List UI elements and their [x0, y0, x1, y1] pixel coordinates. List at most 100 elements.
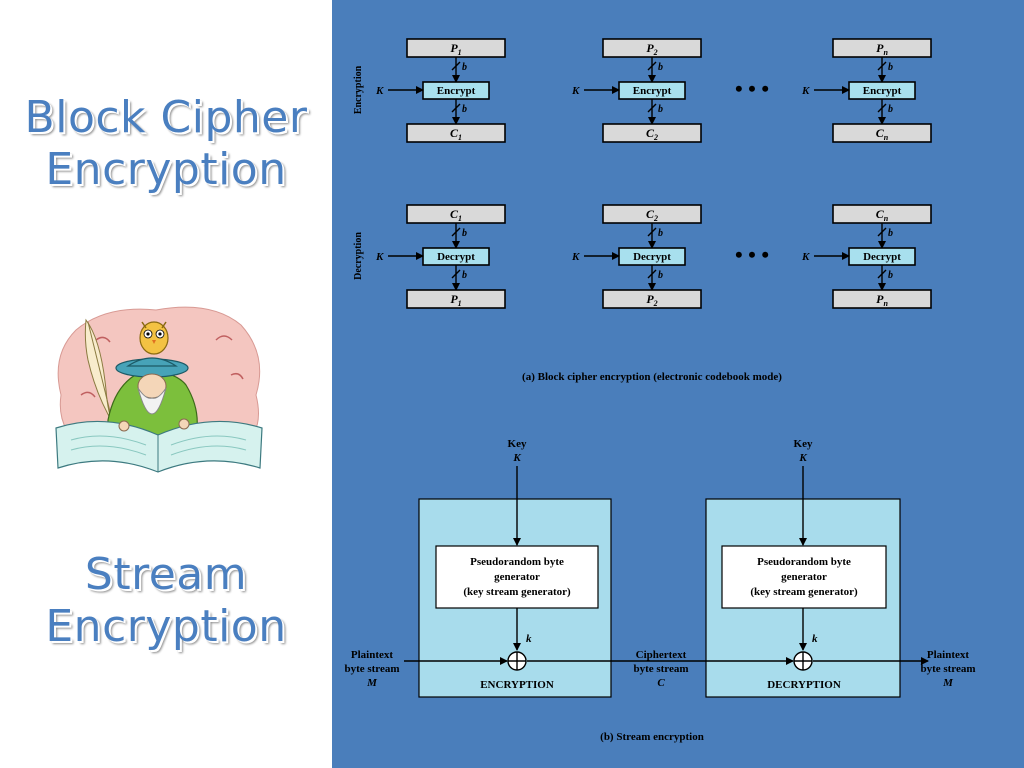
title-block-cipher: Block Cipher Encryption	[24, 92, 308, 195]
dec-b-in-2: b	[658, 228, 663, 239]
generator-box-dec	[721, 545, 887, 609]
dec-key-label-1: K	[375, 251, 384, 263]
key-title-enc: Key	[508, 438, 527, 450]
dec-b-in-3: b	[888, 228, 893, 239]
dec-b-out-2: b	[658, 270, 663, 281]
dec-input-label-3: Cn	[876, 207, 889, 223]
gen-enc-line3: (key stream generator)	[463, 586, 571, 598]
enc-b-out-2: b	[658, 104, 663, 115]
decryption-label: DECRYPTION	[767, 679, 841, 691]
plaintext-out-line2: byte stream	[920, 663, 975, 675]
encryption-label: ENCRYPTION	[480, 679, 554, 691]
ciphertext-line3: C	[657, 677, 665, 689]
dec-output-label-2: P2	[646, 292, 657, 308]
dec-input-label-1: C1	[450, 207, 462, 223]
ciphertext-line1: Ciphertext	[636, 649, 687, 661]
dec-output-box-3	[832, 289, 932, 309]
enc-b-in-3: b	[888, 62, 893, 73]
dec-output-box-2	[602, 289, 702, 309]
dec-output-label-3: Pn	[876, 292, 888, 308]
dec-input-label-2: C2	[646, 207, 658, 223]
gen-dec-line2: generator	[781, 571, 827, 583]
enc-cipher-label-2: Encrypt	[633, 85, 672, 97]
generator-box-enc	[435, 545, 599, 609]
enc-slash-out-1	[451, 103, 461, 113]
k-label-enc: k	[526, 633, 532, 645]
enc-output-label-3: Cn	[876, 126, 889, 142]
enc-slash-in-2	[647, 61, 657, 71]
dec-b-in-1: b	[462, 228, 467, 239]
ellipsis-encrypt: • • •	[735, 76, 769, 101]
enc-b-in-1: b	[462, 62, 467, 73]
enc-slash-out-2	[647, 103, 657, 113]
plaintext-in-line1: Plaintext	[351, 649, 393, 661]
key-symbol-dec: K	[798, 452, 807, 464]
left-panel: Block Cipher Encryption S	[0, 0, 332, 768]
dec-cipher-label-2: Decrypt	[633, 251, 671, 263]
enc-output-box-1	[406, 123, 506, 143]
enc-input-label-3: Pn	[876, 41, 888, 57]
xor-icon-enc	[507, 651, 527, 671]
title-stream-encryption: Stream Encryption	[45, 549, 287, 652]
enc-cipher-label-1: Encrypt	[437, 85, 476, 97]
dec-slash-in-3	[877, 227, 887, 237]
dec-key-label-3: K	[801, 251, 810, 263]
enc-slash-in-3	[877, 61, 887, 71]
dec-slash-out-3	[877, 269, 887, 279]
block-groups: P1bEncryptKbC1P2bEncryptKbC2PnbEncryptKb…	[375, 38, 932, 309]
plaintext-in-line2: byte stream	[344, 663, 399, 675]
dec-output-label-1: P1	[450, 292, 461, 308]
enc-input-label-2: P2	[646, 41, 657, 57]
wizard-with-owl-and-book-icon	[55, 306, 263, 473]
gen-enc-line2: generator	[494, 571, 540, 583]
xor-icon-dec	[793, 651, 813, 671]
enc-output-label-1: C1	[450, 126, 462, 142]
ciphertext-line2: byte stream	[633, 663, 688, 675]
caption-stream: (b) Stream encryption	[600, 731, 704, 743]
enc-b-out-3: b	[888, 104, 893, 115]
enc-slash-in-1	[451, 61, 461, 71]
encryption-row-label: Encryption	[353, 65, 364, 114]
dec-cipher-label-3: Decrypt	[863, 251, 901, 263]
dec-slash-in-2	[647, 227, 657, 237]
ellipsis-decrypt: • • •	[735, 242, 769, 267]
dec-cipher-label-1: Decrypt	[437, 251, 475, 263]
enc-output-label-2: C2	[646, 126, 658, 142]
dec-slash-out-2	[647, 269, 657, 279]
enc-key-label-2: K	[571, 85, 580, 97]
plaintext-out-line3: M	[942, 677, 954, 689]
enc-input-label-1: P1	[450, 41, 461, 57]
dec-slash-out-1	[451, 269, 461, 279]
dec-output-box-1	[406, 289, 506, 309]
enc-key-label-1: K	[375, 85, 384, 97]
enc-b-in-2: b	[658, 62, 663, 73]
diagram-svg: Encryption Decryption P1bEncryptKbC1P2bE…	[344, 38, 976, 743]
key-symbol-enc: K	[512, 452, 521, 464]
enc-key-label-3: K	[801, 85, 810, 97]
enc-cipher-label-3: Encrypt	[863, 85, 902, 97]
enc-slash-out-3	[877, 103, 887, 113]
decryption-row-label: Decryption	[353, 232, 364, 280]
enc-b-out-1: b	[462, 104, 467, 115]
dec-key-label-2: K	[571, 251, 580, 263]
key-title-dec: Key	[794, 438, 813, 450]
enc-output-box-2	[602, 123, 702, 143]
dec-b-out-3: b	[888, 270, 893, 281]
caption-block: (a) Block cipher encryption (electronic …	[522, 371, 782, 383]
plaintext-out-line1: Plaintext	[927, 649, 969, 661]
dec-b-out-1: b	[462, 270, 467, 281]
gen-enc-line1: Pseudorandom byte	[470, 556, 564, 568]
gen-dec-line1: Pseudorandom byte	[757, 556, 851, 568]
gen-dec-line3: (key stream generator)	[750, 586, 858, 598]
dec-slash-in-1	[451, 227, 461, 237]
plaintext-in-line3: M	[366, 677, 378, 689]
enc-output-box-3	[832, 123, 932, 143]
k-label-dec: k	[812, 633, 818, 645]
